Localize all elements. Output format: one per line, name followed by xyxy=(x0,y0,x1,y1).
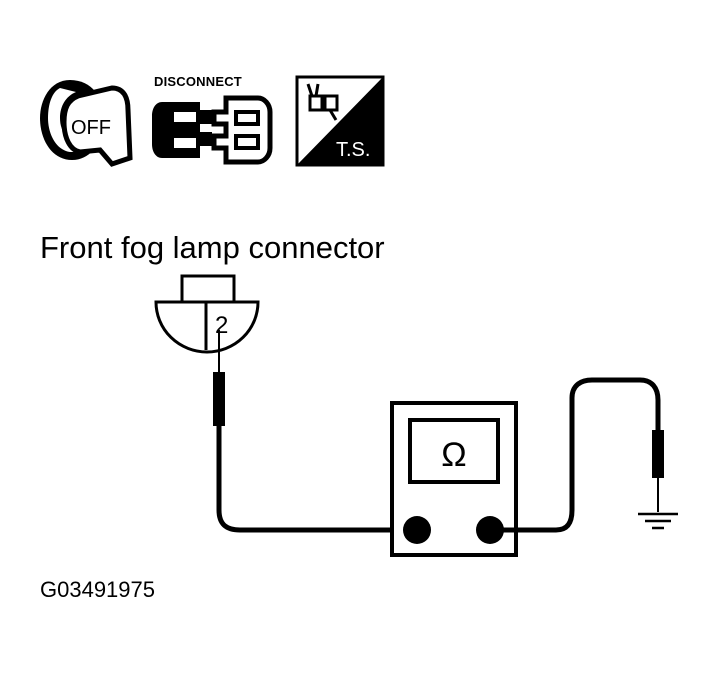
fog-lamp-connector: 2 xyxy=(154,274,260,354)
meter-terminal-left xyxy=(403,516,431,544)
ignition-off-label: OFF xyxy=(71,117,111,139)
disconnect-label: DISCONNECT xyxy=(154,74,242,89)
test-symbol-label: T.S. xyxy=(336,139,370,161)
disconnect-connector-icon xyxy=(152,95,273,165)
ohm-symbol: Ω xyxy=(441,436,466,474)
connector-terminal-label: 2 xyxy=(215,312,228,339)
ignition-key-icon: OFF xyxy=(40,80,133,167)
test-symbol-icon: T.S. xyxy=(295,75,385,167)
probe-positive xyxy=(213,330,225,426)
test-lead-left xyxy=(216,426,412,533)
ohmmeter: Ω xyxy=(390,401,518,557)
connector-title: Front fog lamp connector xyxy=(40,230,385,265)
ground-icon xyxy=(638,512,678,530)
test-lead-right xyxy=(500,377,661,533)
meter-terminal-right xyxy=(476,516,504,544)
probe-negative xyxy=(652,430,664,512)
figure-id: G03491975 xyxy=(40,577,155,602)
